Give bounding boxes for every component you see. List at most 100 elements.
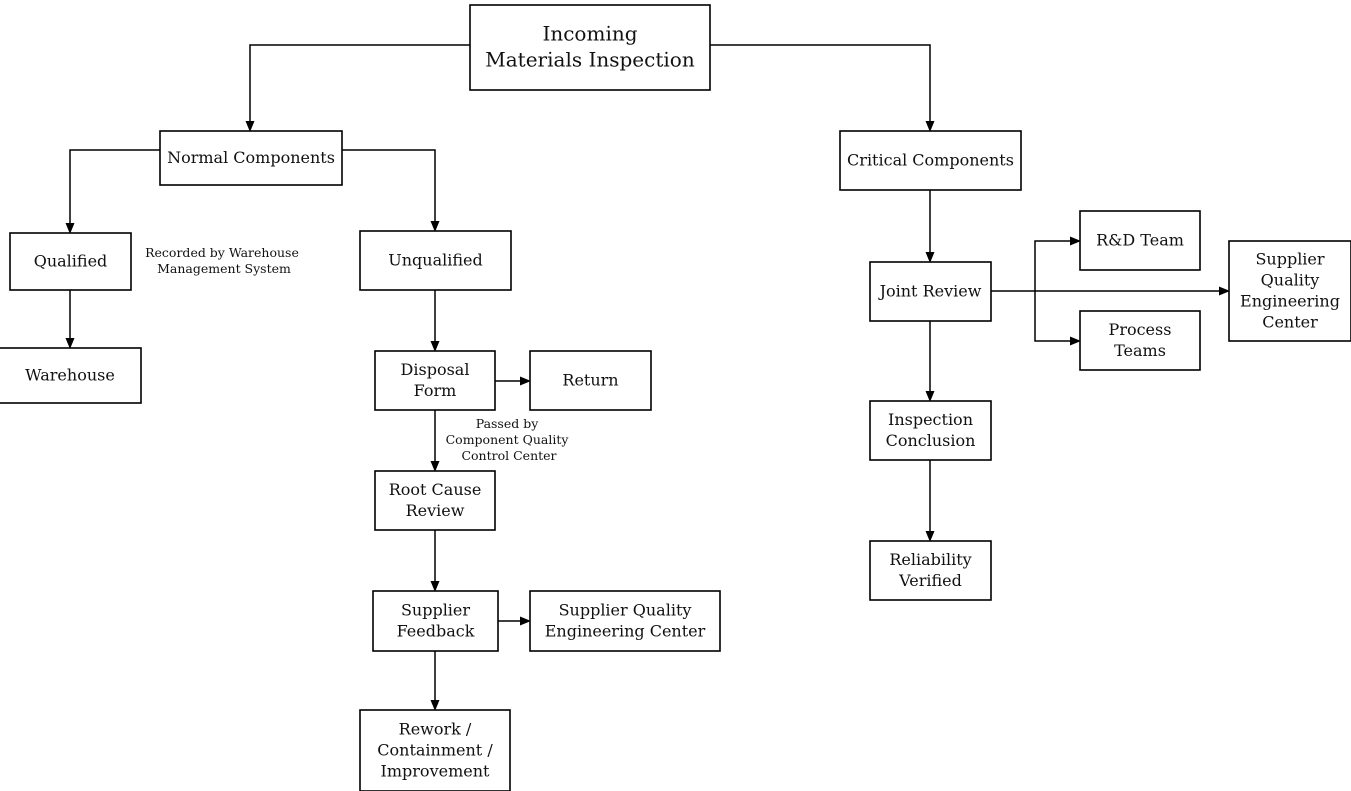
node-box[interactable] bbox=[1079, 310, 1201, 371]
arrow-head-icon bbox=[65, 338, 75, 349]
arrow-head-icon bbox=[925, 531, 935, 542]
node-unqualified[interactable]: Unqualified bbox=[359, 230, 512, 291]
node-label-line-1: Rework / bbox=[399, 719, 472, 738]
node-label-line-2: Conclusion bbox=[886, 431, 976, 450]
node-return[interactable]: Return bbox=[529, 350, 652, 411]
node-label-line-2: Review bbox=[406, 501, 465, 520]
edge-label-text-line-1: Recorded by Warehouse bbox=[145, 245, 299, 260]
node-label: R&D Team bbox=[1096, 230, 1184, 249]
node-box[interactable] bbox=[0, 347, 142, 404]
node-label: Unqualified bbox=[388, 250, 483, 269]
node-box[interactable] bbox=[869, 540, 992, 601]
node-label-line-1: Warehouse bbox=[25, 365, 115, 384]
node-label: Warehouse bbox=[25, 365, 115, 384]
node-label-line-1: Return bbox=[562, 370, 618, 389]
node-label-line-1: Inspection bbox=[888, 409, 973, 428]
edge-label-passed-by-component-quality-control-center: Passed by Component Quality Control Cent… bbox=[446, 416, 573, 463]
node-label-line-1: Process bbox=[1109, 319, 1172, 338]
edge-critical-components-to-joint-review bbox=[925, 190, 935, 263]
node-label-line-3: Engineering bbox=[1240, 291, 1340, 310]
node-box[interactable] bbox=[374, 470, 496, 531]
node-label-line-2: Containment / bbox=[377, 740, 493, 759]
node-box[interactable] bbox=[469, 4, 711, 91]
node-box[interactable] bbox=[529, 350, 652, 411]
arrow-head-icon bbox=[430, 461, 440, 472]
edge-normal-components-to-unqualified bbox=[342, 149, 440, 232]
node-label-line-1: Unqualified bbox=[388, 250, 483, 269]
node-box[interactable] bbox=[159, 130, 343, 186]
edge-joint-review-to-supplier-quality-center-right bbox=[1035, 286, 1230, 296]
node-qualified[interactable]: Qualified bbox=[9, 232, 132, 291]
node-label-line-1: R&D Team bbox=[1096, 230, 1184, 249]
node-box[interactable] bbox=[1228, 240, 1351, 342]
node-critical_components[interactable]: Critical Components bbox=[839, 130, 1022, 191]
arrow-head-icon bbox=[245, 121, 255, 132]
edge-qualified-to-warehouse bbox=[65, 290, 75, 349]
edge-disposal-form-to-root-cause-review bbox=[430, 410, 440, 472]
arrow-head-icon bbox=[430, 221, 440, 232]
node-box[interactable] bbox=[359, 709, 511, 791]
node-box[interactable] bbox=[359, 230, 512, 291]
node-box[interactable] bbox=[839, 130, 1022, 191]
edge-label-text-line-3: Control Center bbox=[461, 448, 556, 463]
edge-joint-review-to-process-teams bbox=[1034, 291, 1081, 346]
node-label-line-1: Supplier Quality bbox=[559, 600, 692, 619]
edge-disposal-form-to-return bbox=[495, 376, 531, 386]
arrow-head-icon bbox=[520, 376, 531, 386]
node-label-line-4: Center bbox=[1262, 312, 1318, 331]
arrow-head-icon bbox=[65, 223, 75, 234]
node-warehouse[interactable]: Warehouse bbox=[0, 347, 142, 404]
node-box[interactable] bbox=[372, 590, 499, 652]
node-label-line-1: Qualified bbox=[34, 251, 108, 270]
edge-normal-components-to-qualified bbox=[65, 149, 160, 234]
arrow-head-icon bbox=[520, 616, 531, 626]
edge-root-cause-review-to-supplier-feedback bbox=[430, 530, 440, 592]
arrow-head-icon bbox=[925, 121, 935, 132]
node-rework[interactable]: Rework /Containment /Improvement bbox=[359, 709, 511, 791]
edge-joint-review-to-rd-team bbox=[991, 236, 1081, 292]
edge-inspection-conclusion-to-reliability-verified bbox=[925, 460, 935, 542]
arrow-head-icon bbox=[1070, 336, 1081, 346]
edge-layer bbox=[65, 44, 1230, 711]
arrow-head-icon bbox=[925, 391, 935, 402]
node-joint_review[interactable]: Joint Review bbox=[869, 261, 992, 322]
node-box[interactable] bbox=[1079, 210, 1201, 271]
arrow-head-icon bbox=[1219, 286, 1230, 296]
node-label-line-2: Materials Inspection bbox=[485, 47, 695, 71]
node-box[interactable] bbox=[869, 261, 992, 322]
node-label-line-1: Critical Components bbox=[847, 150, 1014, 169]
arrow-head-icon bbox=[1070, 236, 1081, 246]
node-box[interactable] bbox=[374, 350, 496, 411]
node-box[interactable] bbox=[869, 400, 992, 461]
arrow-head-icon bbox=[430, 581, 440, 592]
node-normal_components[interactable]: Normal Components bbox=[159, 130, 343, 186]
edge-joint-review-to-inspection-conclusion bbox=[925, 321, 935, 402]
edge-label-line: Passed by Component Quality Control Cent… bbox=[446, 416, 573, 463]
node-box[interactable] bbox=[529, 590, 721, 652]
edge-incoming-to-critical-components bbox=[710, 44, 935, 132]
arrow-head-icon bbox=[925, 252, 935, 263]
node-label-line-1: Incoming bbox=[542, 21, 637, 45]
node-rd_team[interactable]: R&D Team bbox=[1079, 210, 1201, 271]
node-label-line-2: Engineering Center bbox=[545, 621, 706, 640]
node-box[interactable] bbox=[9, 232, 132, 291]
node-label-line-2: Form bbox=[414, 381, 457, 400]
edge-label-text-line-1: Passed by bbox=[476, 416, 540, 431]
